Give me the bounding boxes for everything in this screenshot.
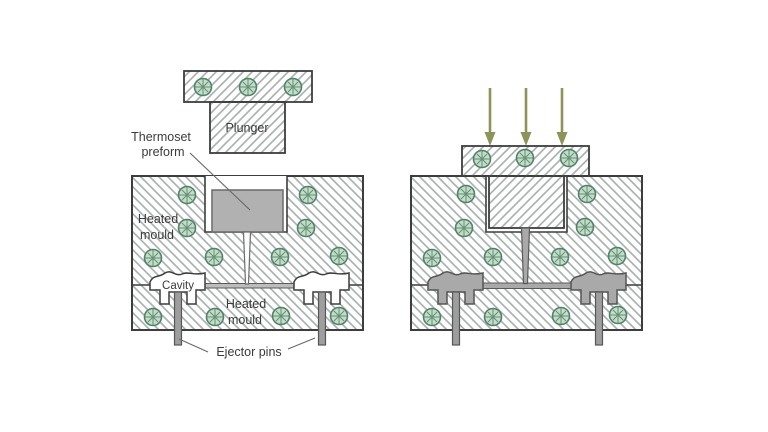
- closed-mould-diagram: [410, 86, 643, 346]
- heater-symbol: [575, 217, 595, 237]
- ejector-pins-label: Ejector pins: [216, 345, 281, 359]
- heater-symbol: [472, 149, 492, 169]
- heated-mould-lower-label-line2: mould: [228, 313, 262, 327]
- thermoset-preform: [211, 189, 284, 233]
- runner-channel: [204, 283, 295, 289]
- heater-symbol: [143, 307, 163, 327]
- ejector-pin-right: [317, 291, 327, 346]
- plunger-label: Plunger: [225, 121, 268, 135]
- thermoset-preform-label-line1: Thermoset: [131, 130, 191, 144]
- heater-symbol: [283, 77, 303, 97]
- heated-mould-lower-label-line1: Heated: [226, 297, 266, 311]
- cavity-label: Cavity: [162, 280, 194, 292]
- heater-symbol: [329, 246, 349, 266]
- heated-mould-upper-label-line1: Heated: [138, 212, 178, 226]
- heater-symbol: [422, 307, 442, 327]
- ejector-pins-leader-right: [287, 337, 316, 350]
- open-mould-diagram: Plunger Thermoset preform Heated mould C…: [131, 70, 364, 359]
- heater-symbol: [204, 247, 224, 267]
- ejector-pin-left: [451, 291, 461, 346]
- heater-symbol: [607, 246, 627, 266]
- heater-symbol: [483, 307, 503, 327]
- force-arrow: [483, 86, 497, 148]
- ejector-pin-right: [594, 291, 604, 346]
- heater-symbol: [551, 306, 571, 326]
- ejector-pin-left: [173, 291, 183, 346]
- heater-symbol: [422, 248, 442, 268]
- preform-leader-line: [189, 152, 251, 211]
- heater-symbol: [550, 247, 570, 267]
- heater-symbol: [143, 248, 163, 268]
- heater-symbol: [577, 184, 597, 204]
- heater-symbol: [483, 247, 503, 267]
- heater-symbol: [270, 247, 290, 267]
- heater-symbol: [193, 77, 213, 97]
- heater-symbol: [296, 218, 316, 238]
- heater-symbol: [456, 184, 476, 204]
- plunger-stem: [209, 101, 286, 154]
- ejector-pins-leader-left: [178, 338, 209, 353]
- heater-symbol: [177, 185, 197, 205]
- heater-symbol: [238, 77, 258, 97]
- heater-symbol: [177, 218, 197, 238]
- heated-mould-upper-label-line2: mould: [140, 228, 174, 242]
- force-arrow: [555, 86, 569, 148]
- sprue-filled: [520, 227, 531, 285]
- heater-symbol: [329, 306, 349, 326]
- heater-symbol: [454, 218, 474, 238]
- plunger-stem: [488, 175, 565, 229]
- heater-symbol: [515, 148, 535, 168]
- sprue-channel: [242, 231, 252, 285]
- heater-symbol: [559, 148, 579, 168]
- thermoset-preform-label-line2: preform: [141, 145, 184, 159]
- heater-symbol: [608, 305, 628, 325]
- heater-symbol: [298, 185, 318, 205]
- heater-symbol: [205, 307, 225, 327]
- force-arrow: [519, 86, 533, 148]
- heater-symbol: [271, 306, 291, 326]
- force-arrows: [483, 86, 569, 148]
